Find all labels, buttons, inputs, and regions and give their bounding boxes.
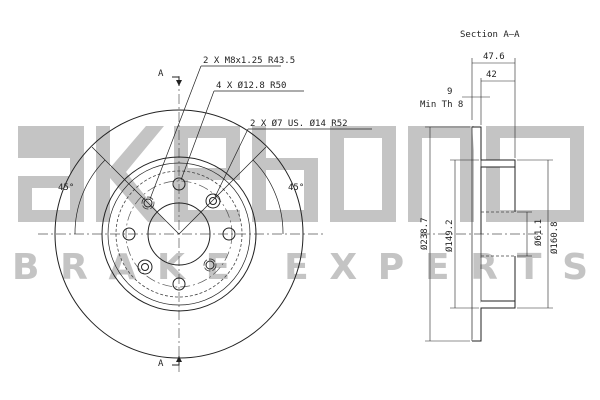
stud-hole xyxy=(222,227,236,241)
locating-holes xyxy=(137,193,221,275)
locating-hole-counterbore xyxy=(137,259,153,275)
dim-min-thickness: Min Th 8 xyxy=(420,100,463,110)
dim-outer-dia: Ø238.7 xyxy=(419,217,430,250)
dim-bore-dia: Ø61.1 xyxy=(533,219,544,246)
rotor-section-lower xyxy=(472,300,516,342)
stud-hole xyxy=(172,277,186,291)
hidden-step-circle xyxy=(115,170,243,298)
center-bore xyxy=(147,202,211,266)
front-view: 45° 45° A A 2 X M8x1.25 R43.5 4 X Ø12.8 … xyxy=(38,56,372,372)
dim-hat-dia: Ø149.2 xyxy=(444,219,455,252)
section-marker-top: A xyxy=(158,69,164,79)
bolt-circle xyxy=(125,180,233,288)
rotor-section-upper xyxy=(472,126,516,234)
threaded-hole-outline xyxy=(203,258,217,272)
locating-hole xyxy=(141,263,149,271)
stud-hole xyxy=(172,177,186,191)
angle-line-right xyxy=(178,146,267,235)
hat-outer-circle xyxy=(101,156,257,312)
callout-leader-2 xyxy=(180,90,215,181)
callout-stud-holes: 4 X Ø12.8 R50 xyxy=(216,80,286,91)
dim-hat-width: 42 xyxy=(486,70,497,80)
threaded-hole xyxy=(143,198,153,208)
callout-leader-1 xyxy=(149,65,202,200)
angle-arc-left xyxy=(74,159,106,235)
dim-thickness: 9 xyxy=(447,87,452,97)
dim-pcd-dia: Ø160.8 xyxy=(549,221,560,254)
hat-inner-circle xyxy=(107,162,251,306)
section-arrow-top xyxy=(176,80,182,86)
callout-locating-holes: 2 X Ø7 US. Ø14 R52 xyxy=(250,118,348,129)
callout-threaded-holes: 2 X M8x1.25 R43.5 xyxy=(203,56,295,66)
threaded-hole xyxy=(205,260,215,270)
section-view: Section A–A 47.6 42 9 Min Th 8 Ø238.7 Ø1 xyxy=(419,30,560,342)
angle-line-left xyxy=(91,146,180,235)
angle-arc-right xyxy=(252,159,284,235)
watermark-tagline: BRAKE EXPERTS xyxy=(12,247,588,286)
stud-hole xyxy=(122,227,136,241)
threaded-hole-outline xyxy=(141,196,155,210)
threaded-holes xyxy=(141,196,217,272)
watermark-logo: akebono xyxy=(18,126,584,222)
watermark-tagline-text: BRAKE EXPERTS xyxy=(12,247,588,286)
angle-label-left: 45° xyxy=(58,183,74,193)
locating-hole-counterbore xyxy=(205,193,221,209)
angle-label-right: 45° xyxy=(288,183,304,193)
stud-holes xyxy=(122,177,236,291)
callout-leader-3 xyxy=(214,128,249,198)
section-title: Section A–A xyxy=(460,30,520,40)
section-marker-bottom: A xyxy=(158,359,164,369)
locating-hole xyxy=(209,197,217,205)
section-arrow-bottom xyxy=(176,356,182,362)
dim-overall-width: 47.6 xyxy=(483,52,505,62)
